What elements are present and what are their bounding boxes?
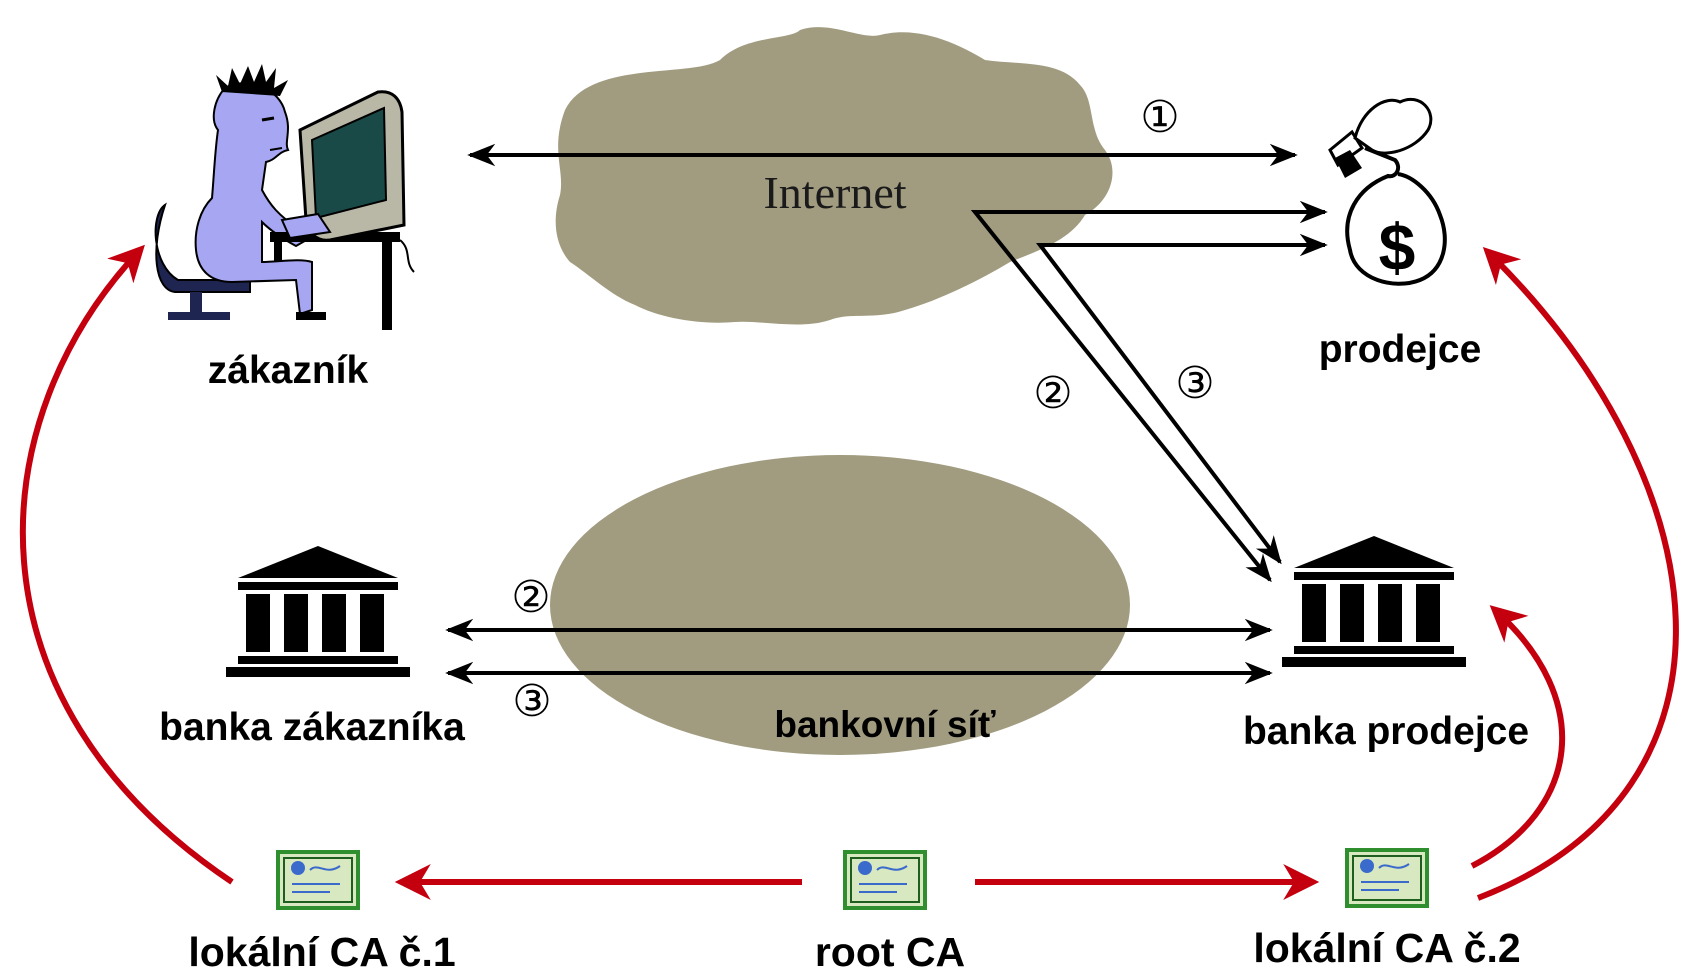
merchant-money-bag-icon: $ [1328,97,1447,286]
step2-bank-marker: ② [511,573,550,622]
local-ca-1-label: lokální CA č.1 [188,929,455,975]
step3-internet-marker: ③ [1175,359,1214,408]
arrow-step3-to-merchant [1035,233,1328,565]
internet-cloud [555,27,1113,325]
local-ca-2-to-merchant-arrow [1476,246,1679,901]
step3-bank-marker: ③ [512,677,551,726]
step1-marker: ① [1140,93,1179,142]
root-ca-certificate-icon [843,850,927,910]
step2-internet-marker: ② [1033,369,1072,418]
customer-label: zákazník [208,349,369,392]
internet-label: Internet [763,167,906,218]
merchant-bank-icon [1282,536,1466,667]
customer-bank-label: banka zákazníka [159,706,465,749]
local-ca-2-label: lokální CA č.2 [1253,925,1520,971]
merchant-bank-label: banka prodejce [1243,710,1529,753]
local-ca-2-certificate-icon [1345,848,1429,908]
root-ca-label: root CA [815,929,965,975]
customer-bank-icon [226,546,410,677]
bank-network-label: bankovní síť [774,704,996,745]
arrow-step2-to-merchant [970,200,1328,583]
customer-computer-icon [154,64,415,330]
dollar-sign: $ [1379,210,1416,284]
local-ca-1-to-customer-arrow [19,244,234,885]
local-ca-2-to-merchant-bank-arrow [1470,605,1566,869]
merchant-label: prodejce [1319,328,1482,371]
local-ca-1-certificate-icon [276,850,360,910]
